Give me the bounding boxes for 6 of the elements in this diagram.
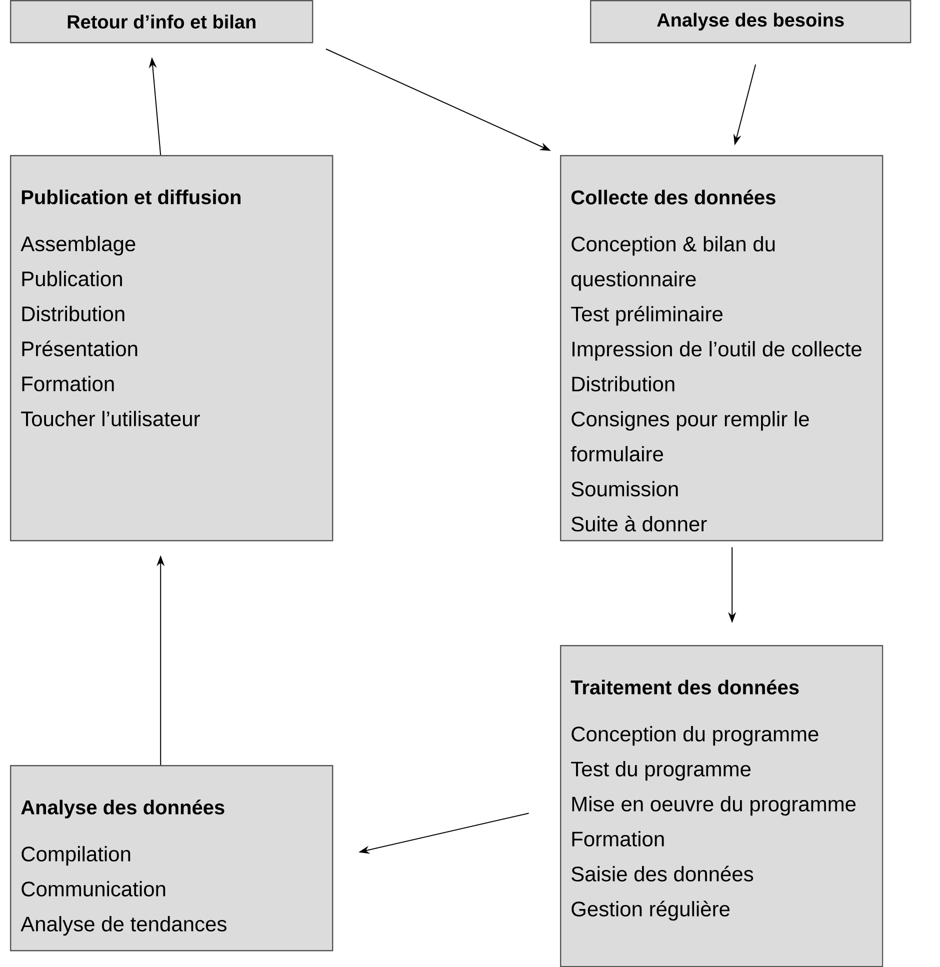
process-box: Analyse des données Compilation Communication Analyse de tendances (10, 765, 334, 952)
stage-box: Retour d’info et bilan (10, 0, 314, 44)
process-box: Collecte des données Conception & bilan du questionnaire Test préliminaire Impression de l’outil de collecte Distribution Consignes pour remplir le formulaire Soumission Suite à donner (560, 155, 884, 542)
stage-box: Analyse des besoins (590, 0, 912, 44)
process-box: Publication et diffusion Assemblage Publication Distribution Présentation Formation Toucher l’utilisateur (10, 155, 334, 542)
process-box: Traitement des données Conception du programme Test du programme Mise en oeuvre du programme Formation Saisie des données Gestion régulière (560, 645, 884, 967)
